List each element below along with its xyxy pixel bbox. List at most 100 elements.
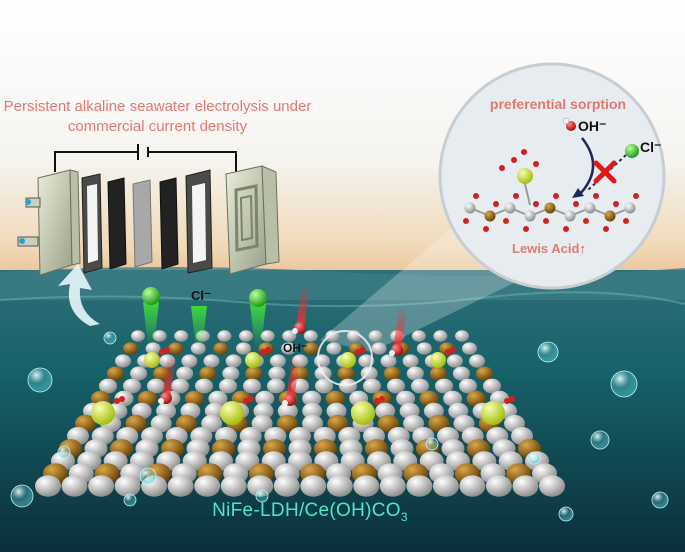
ni-atom xyxy=(455,330,469,342)
surface-oh-label: OH⁻ xyxy=(283,341,308,355)
o-atom xyxy=(450,347,456,353)
fe-atom xyxy=(107,366,124,381)
ni-atom xyxy=(584,202,596,214)
ni-atom xyxy=(181,354,198,368)
ni-atom xyxy=(236,342,251,355)
ni-atom xyxy=(504,202,516,214)
ni-atom xyxy=(446,354,463,368)
lewis-acid-arrow: ↑ xyxy=(579,241,586,256)
h-atom xyxy=(158,398,164,404)
oh-approach-arrow xyxy=(577,137,595,197)
ni-atom xyxy=(251,414,273,433)
ni-atom xyxy=(302,402,323,420)
o-atom xyxy=(499,165,505,171)
o-atom xyxy=(114,398,120,404)
bubble-icon xyxy=(103,331,117,345)
fe-atom xyxy=(544,202,556,214)
end-plate-left xyxy=(37,169,73,276)
ce-atom xyxy=(144,352,160,368)
ni-atom xyxy=(371,342,387,355)
ni-atom xyxy=(239,330,253,342)
o-atom xyxy=(533,161,539,167)
ni-atom xyxy=(255,390,275,407)
ni-atom xyxy=(624,202,636,214)
ni-atom xyxy=(339,378,357,394)
ni-atom xyxy=(247,475,274,497)
o-atom xyxy=(553,193,559,199)
electrode-right xyxy=(159,177,179,270)
ni-atom xyxy=(268,366,286,381)
o-atom xyxy=(483,226,489,232)
chloride-ion-icon xyxy=(249,289,267,307)
o-atom xyxy=(360,347,366,353)
ni-atom xyxy=(201,414,223,433)
ni-atom xyxy=(302,390,322,407)
zoom-oh-label: OH⁻ xyxy=(578,118,607,134)
sea-horizon xyxy=(0,267,685,300)
membrane xyxy=(132,179,153,268)
zoom-inset xyxy=(438,62,666,290)
ni-atom xyxy=(459,378,477,394)
ni-atom xyxy=(406,366,424,381)
hydroxide-ion-icon xyxy=(566,121,576,131)
ni-atom xyxy=(326,402,347,420)
ni-atom xyxy=(368,330,383,342)
bubble-icon xyxy=(651,491,669,509)
bubble-icon xyxy=(590,430,610,450)
ni-atom xyxy=(380,354,397,368)
ni-atom xyxy=(411,330,426,342)
o-atom xyxy=(593,193,599,199)
fe-atom xyxy=(476,366,493,381)
catalyst-label: NiFe-LDH/Ce(OH)CO3 xyxy=(150,500,470,524)
output-arrow xyxy=(58,264,100,326)
ni-atom xyxy=(402,354,419,368)
ni-atom xyxy=(147,378,165,394)
ni-atom xyxy=(115,354,131,368)
o-atom xyxy=(493,201,499,207)
fe-atom xyxy=(184,390,204,407)
ni-atom xyxy=(326,475,353,497)
ni-atom xyxy=(326,342,342,355)
ni-atom xyxy=(167,475,194,497)
ni-atom xyxy=(539,475,565,497)
bubble-icon xyxy=(27,367,53,393)
o-atom xyxy=(379,396,385,402)
o-atom xyxy=(265,347,271,353)
ni-atom xyxy=(353,475,380,497)
o-atom xyxy=(523,226,529,232)
catalyst-subscript: 3 xyxy=(400,509,408,524)
ni-atom xyxy=(469,354,485,368)
bubble-icon xyxy=(425,437,439,451)
chloride-beam xyxy=(143,302,159,346)
electrolyzer-icon xyxy=(17,144,280,326)
o-atom xyxy=(583,218,589,224)
o-atom xyxy=(355,349,361,355)
zoom-label: preferential sorption xyxy=(489,96,627,112)
o-atom xyxy=(633,193,639,199)
ni-atom xyxy=(61,475,88,497)
ni-atom xyxy=(243,378,261,394)
ni-atom xyxy=(269,354,286,368)
chloride-ion-icon xyxy=(142,287,160,305)
ni-atom xyxy=(219,378,237,394)
ni-atom xyxy=(267,378,285,394)
fe-atom xyxy=(325,390,345,407)
ni-atom xyxy=(435,378,453,394)
hydroxide-beam xyxy=(162,354,176,398)
ni-atom xyxy=(396,390,416,407)
fe-atom xyxy=(377,414,399,433)
ni-atom xyxy=(314,354,331,368)
o-atom xyxy=(248,396,254,402)
o-atom xyxy=(463,218,469,224)
ni-atom xyxy=(363,378,381,394)
headline-line-1: Persistent alkaline seawater electrolysi… xyxy=(3,98,312,115)
o-atom xyxy=(623,218,629,224)
fe-atom xyxy=(199,366,217,381)
ni-atom xyxy=(281,342,297,355)
ni-atom xyxy=(416,342,432,355)
fe-atom xyxy=(604,210,616,222)
bubble-icon xyxy=(123,493,137,507)
h-atom xyxy=(282,400,288,406)
fe-atom xyxy=(419,390,439,407)
